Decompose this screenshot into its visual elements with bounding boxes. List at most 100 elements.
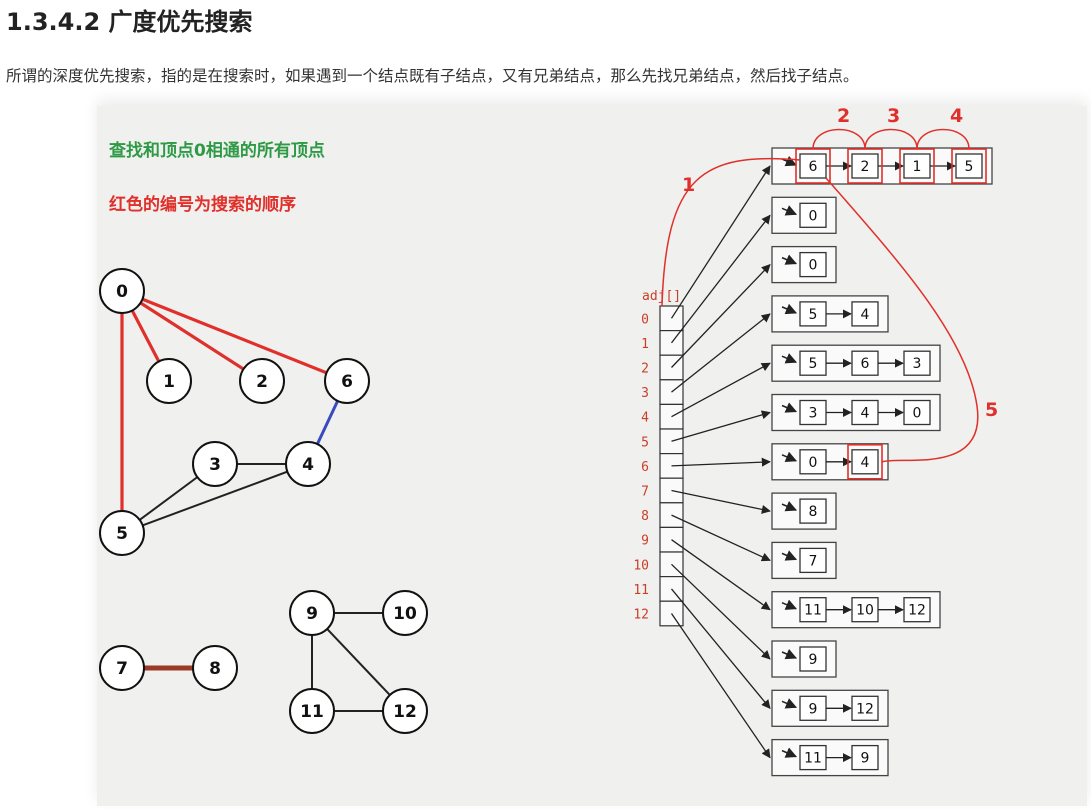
adj-node-4-2: [903, 350, 931, 376]
adj-index-9: 9: [641, 534, 649, 549]
adj-node-value-11-1: 12: [856, 701, 874, 717]
adj-index-10: 10: [633, 558, 649, 573]
adj-node-value-6-0: 0: [809, 455, 818, 471]
graph-vertex-4: [285, 441, 331, 487]
adj-list-head-arrow-12: [781, 747, 798, 758]
adj-node-12-1: [851, 744, 879, 771]
graph-vertex-label-1: 1: [163, 372, 175, 392]
adj-node-value-0-2: 1: [913, 159, 922, 175]
adj-node-5-2: [903, 399, 931, 426]
adj-node-value-0-3: 5: [965, 159, 974, 175]
graph-vertex-label-4: 4: [302, 455, 314, 475]
adj-list-head-arrow-10: [781, 648, 798, 660]
adj-index-0: 0: [641, 312, 649, 327]
adj-node-0-3: [955, 153, 983, 179]
graph-vertex-8: [192, 645, 238, 691]
adj-array-cell-1: [659, 330, 684, 356]
graph-vertex-label-6: 6: [341, 372, 353, 392]
graph-edge-0-6: [121, 289, 348, 383]
adj-node-0-2: [903, 153, 931, 179]
graph-vertex-7: [99, 645, 145, 691]
graph-vertex-10: [382, 590, 428, 636]
adj-node-9-2: [903, 597, 931, 623]
adj-index-5: 5: [641, 435, 649, 450]
graph-vertex-0: [99, 268, 145, 314]
adj-pointer-6: [671, 457, 771, 467]
graph-vertex-2: [239, 358, 285, 404]
adj-pointer-10: [671, 563, 771, 660]
graph-vertex-label-10: 10: [393, 604, 417, 624]
adj-node-value-0-0: 6: [809, 159, 818, 175]
adj-index-12: 12: [633, 608, 649, 623]
graph-vertex-label-2: 2: [256, 372, 268, 392]
adj-node-value-2-0: 0: [809, 258, 818, 274]
adj-node-0-1: [851, 153, 879, 179]
adj-index-6: 6: [641, 460, 649, 475]
graph-vertex-1: [146, 358, 192, 404]
order-path-1: [661, 157, 801, 307]
adj-list-head-arrow-7: [781, 500, 798, 512]
adj-pointer-3: [671, 313, 771, 393]
adj-node-value-0-1: 2: [861, 159, 870, 175]
adj-node-value-10-0: 9: [809, 652, 818, 668]
adj-node-value-8-0: 7: [809, 553, 818, 569]
order-number-5: 5: [985, 399, 998, 421]
adj-node-value-9-2: 12: [908, 603, 926, 619]
adj-index-4: 4: [641, 411, 649, 426]
adj-list-head-arrow-8: [781, 550, 798, 561]
graph-vertex-6: [324, 358, 370, 404]
caption-red: 红色的编号为搜索的顺序: [109, 195, 296, 215]
graph-vertex-label-12: 12: [393, 702, 417, 722]
adj-index-7: 7: [641, 485, 649, 500]
adj-pointer-11: [670, 588, 771, 710]
adj-node-value-3-1: 4: [861, 307, 870, 323]
graph-vertex-label-9: 9: [306, 604, 318, 624]
adj-pointer-1: [670, 214, 771, 344]
adj-node-3-1: [851, 301, 879, 327]
adj-node-7-0: [799, 498, 827, 524]
adj-list-head-arrow-2: [781, 254, 798, 265]
order-path-4: [916, 128, 970, 150]
graph-vertex-11: [289, 688, 335, 734]
adj-node-10-0: [799, 646, 827, 672]
adj-node-value-9-0: 11: [804, 603, 822, 619]
adj-node-5-0: [799, 399, 827, 426]
section-heading: 1.3.4.2 广度优先搜索: [6, 8, 253, 36]
adj-node-12-0: [799, 744, 827, 771]
graph-vertex-label-3: 3: [209, 455, 221, 475]
adj-node-value-12-0: 11: [804, 751, 822, 767]
adj-index-8: 8: [641, 509, 649, 524]
adj-index-2: 2: [641, 362, 649, 377]
adj-pointer-7: [671, 489, 771, 514]
adj-node-6-1: [851, 449, 879, 475]
adj-node-value-1-0: 0: [809, 208, 818, 224]
order-number-4: 4: [950, 106, 963, 127]
adj-node-2-0: [799, 251, 827, 278]
adj-node-6-0: [799, 449, 827, 475]
adj-list-head-arrow-0: [781, 155, 798, 167]
adj-pointer-2: [671, 263, 771, 368]
adj-node-1-0: [799, 202, 827, 228]
adj-node-4-1: [851, 350, 879, 376]
adj-list-head-arrow-1: [781, 205, 798, 216]
adj-node-value-5-1: 4: [861, 406, 870, 422]
order-number-3: 3: [887, 106, 900, 127]
adj-pointer-8: [671, 514, 771, 562]
adj-node-value-3-0: 5: [809, 307, 818, 323]
graph-vertex-9: [289, 590, 335, 636]
adj-list-head-arrow-3: [781, 303, 798, 315]
adj-list-head-arrow-4: [781, 353, 798, 364]
adj-node-value-6-1: 4: [861, 455, 870, 471]
adj-index-1: 1: [641, 337, 649, 352]
adj-list-head-arrow-6: [781, 451, 798, 462]
adj-list-head-arrow-5: [781, 402, 798, 413]
graph-edge-0-2: [121, 289, 263, 383]
adj-node-value-5-2: 0: [913, 406, 922, 422]
adj-index-3: 3: [641, 386, 649, 401]
adj-pointer-4: [671, 362, 771, 418]
adj-node-0-0: [799, 153, 827, 179]
adj-node-value-4-2: 3: [913, 356, 922, 372]
adj-node-11-1: [851, 695, 879, 721]
